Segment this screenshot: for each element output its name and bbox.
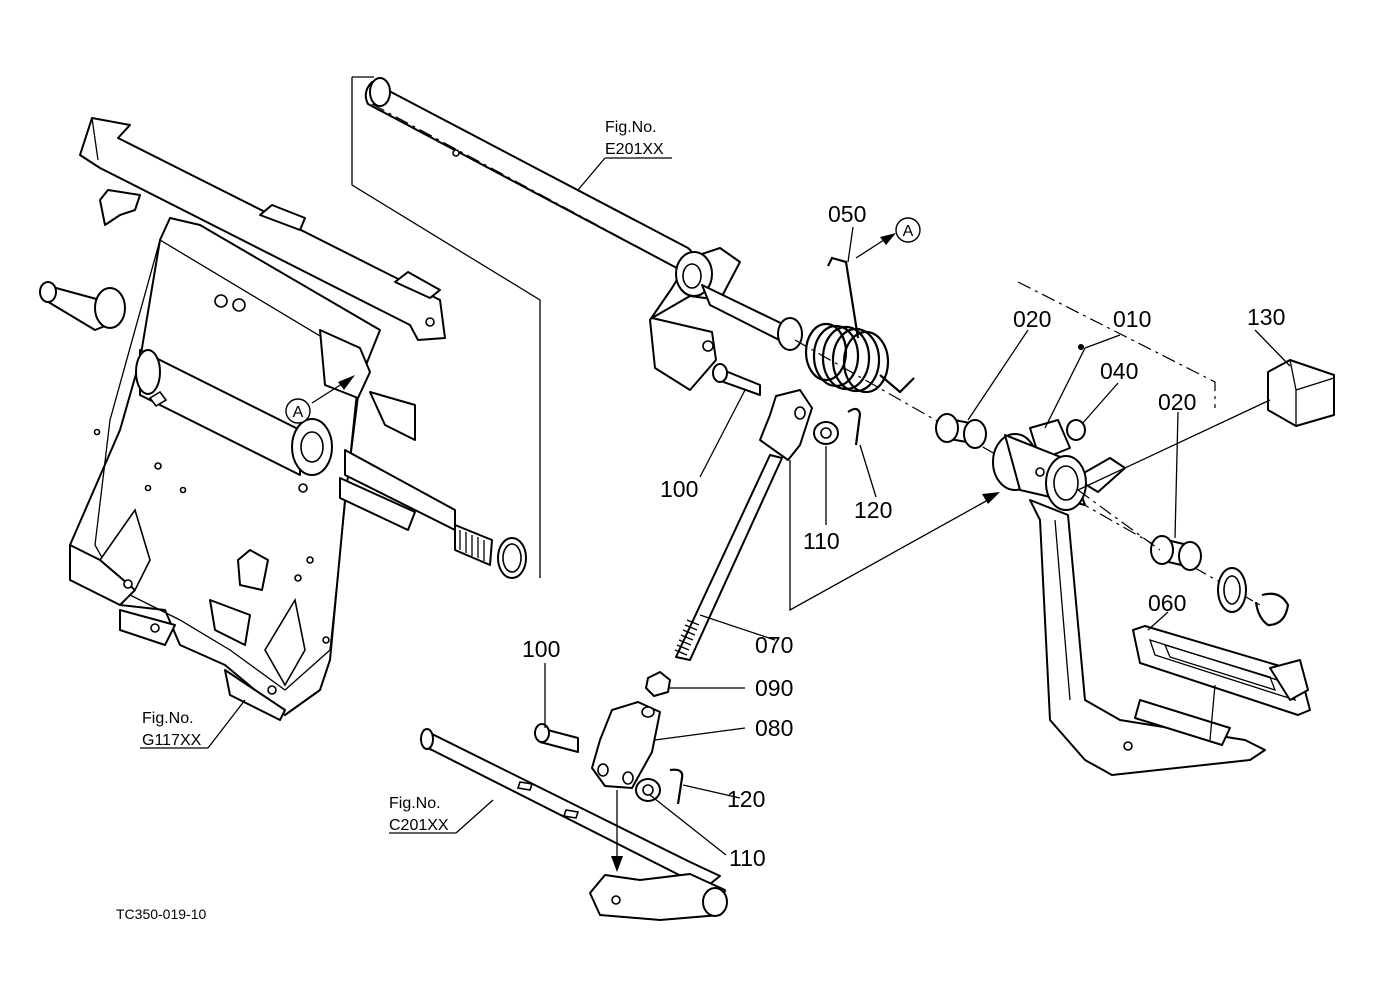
bushing-020-left xyxy=(935,413,987,449)
figure-references: Fig.No. E201XX Fig.No. G117XX Fig.No. C2… xyxy=(142,119,664,834)
fig-ref-e201-line1: Fig.No. xyxy=(605,119,657,136)
circlip-right xyxy=(1254,592,1290,627)
upper-clevis xyxy=(759,389,813,461)
figure-code: TC350-019-10 xyxy=(116,906,206,922)
pedal-assembly-010 xyxy=(992,281,1266,776)
nut-090 xyxy=(645,671,671,697)
callout-letter-spring: A xyxy=(903,223,914,240)
fig-ref-c201-line2: C201XX xyxy=(389,817,449,834)
part-label-120-lower: 120 xyxy=(727,786,765,812)
part-label-070: 070 xyxy=(755,632,793,658)
part-labels: 050 020 010 130 040 020 100 110 120 060 … xyxy=(522,201,1285,871)
fig-ref-c201-line1: Fig.No. xyxy=(389,795,441,812)
frame-assembly-g117 xyxy=(39,117,527,721)
callout-arrow-a-spring: A xyxy=(855,217,921,259)
clevis-pin-100-lower xyxy=(534,723,579,753)
washer-110-upper xyxy=(813,421,839,445)
clevis-pin-100-upper xyxy=(712,363,761,396)
part-label-060: 060 xyxy=(1148,590,1186,616)
callout-letter-frame: A xyxy=(293,404,304,421)
pin-040 xyxy=(1066,419,1086,441)
fig-ref-e201-line2: E201XX xyxy=(605,141,664,158)
part-label-100-lower: 100 xyxy=(522,636,560,662)
return-spring-050 xyxy=(804,256,915,394)
part-label-040: 040 xyxy=(1100,358,1138,384)
part-label-050: 050 xyxy=(828,201,866,227)
fig-ref-g117-line1: Fig.No. xyxy=(142,710,194,727)
part-label-090: 090 xyxy=(755,675,793,701)
part-label-020-right: 020 xyxy=(1158,389,1196,415)
reference-part-c201 xyxy=(420,728,728,921)
callout-arrow-a-frame: A xyxy=(285,375,355,424)
washer-right xyxy=(1217,567,1247,613)
part-label-020-left: 020 xyxy=(1013,306,1051,332)
assembly-guide-arrows xyxy=(611,460,1000,872)
pedal-pad-060 xyxy=(1132,625,1311,716)
part-label-120-upper: 120 xyxy=(854,497,892,523)
part-label-100-upper: 100 xyxy=(660,476,698,502)
reference-panel-e201 xyxy=(351,76,1261,606)
bushing-020-right xyxy=(1150,535,1202,571)
rod-070 xyxy=(674,454,783,661)
leader-lines xyxy=(140,157,1291,856)
cotter-pin-120-upper xyxy=(847,407,862,446)
part-label-080: 080 xyxy=(755,715,793,741)
part-label-010: 010 xyxy=(1113,306,1151,332)
part-label-110-lower: 110 xyxy=(729,845,766,871)
part-label-110-upper: 110 xyxy=(803,528,840,554)
fig-ref-g117-line2: G117XX xyxy=(142,732,202,749)
pedal-cap-130 xyxy=(1267,359,1335,427)
lower-clevis-080 xyxy=(591,701,661,789)
cotter-pin-120-lower xyxy=(669,768,684,805)
part-label-130: 130 xyxy=(1247,304,1285,330)
washer-110-lower xyxy=(635,778,661,802)
